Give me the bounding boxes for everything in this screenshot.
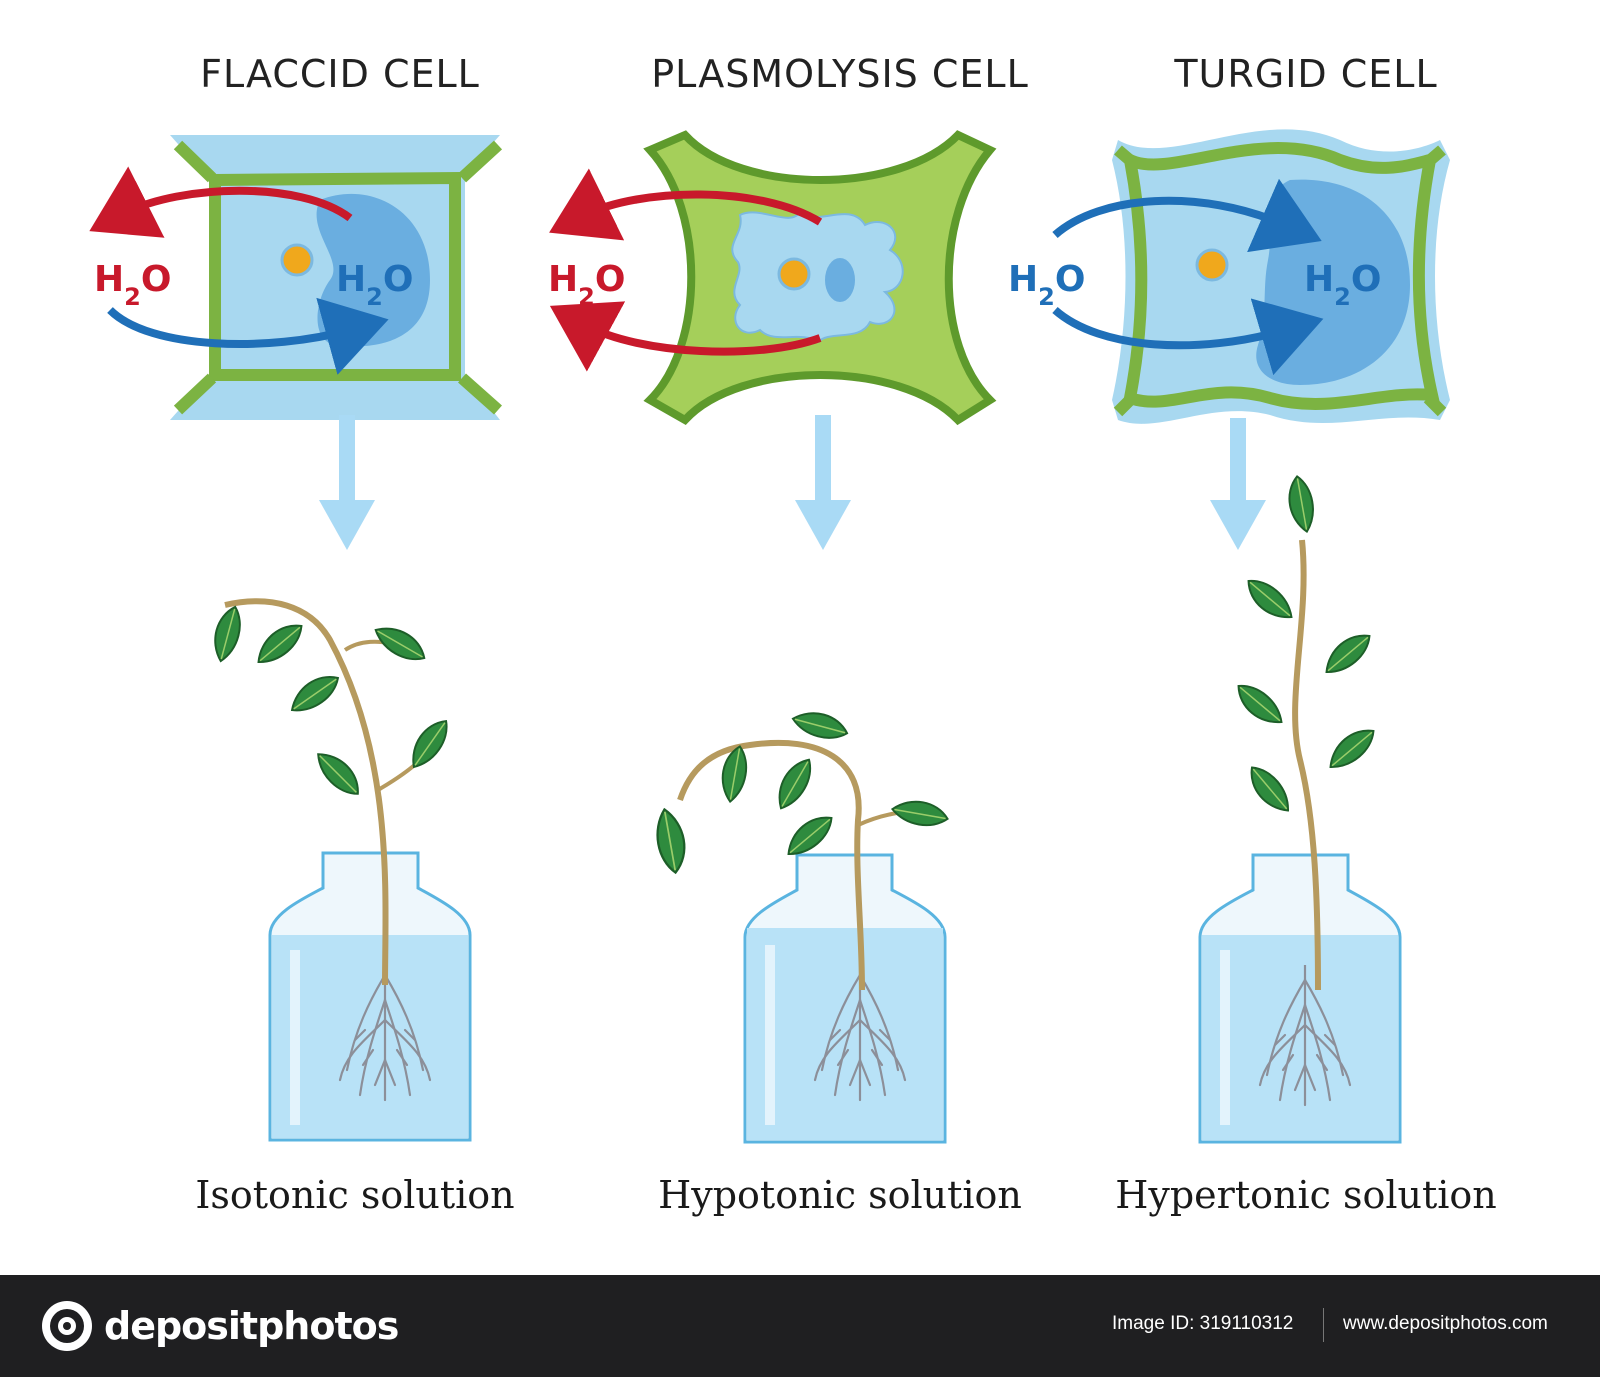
- jar-hypotonic: [651, 706, 951, 1144]
- jar-hypertonic-water: [1202, 935, 1398, 1140]
- flaccid-title: FLACCID CELL: [200, 52, 480, 96]
- site-link[interactable]: www.depositphotos.com: [1343, 1313, 1548, 1334]
- jar-hypertonic: [1198, 473, 1402, 1144]
- image-id: Image ID: 319110312: [1112, 1313, 1294, 1334]
- down-arrow-flaccid: [319, 415, 375, 550]
- stem-hypotonic: [677, 739, 865, 991]
- jar-isotonic: [208, 598, 472, 1142]
- flaccid-h2o-in: H2O: [336, 259, 413, 311]
- turgid-title: TURGID CELL: [1173, 52, 1437, 96]
- caption-hypertonic: Hypertonic solution: [1115, 1173, 1497, 1217]
- turgid-cell: H2O H2O: [1008, 129, 1450, 424]
- down-arrow-plasmolysis: [795, 415, 851, 550]
- flaccid-cell-wall: [209, 171, 461, 381]
- flaccid-water-in-arrow: [107, 297, 389, 375]
- plasmolysis-protoplast: [731, 210, 904, 344]
- plasmolysis-title: PLASMOLYSIS CELL: [651, 52, 1029, 96]
- flaccid-nucleus: [280, 243, 314, 277]
- plasmolysis-nucleus: [777, 257, 811, 291]
- stem-isotonic: [224, 598, 389, 986]
- turgid-h2o-out: H2O: [1008, 259, 1085, 311]
- plasmolysis-vacuole: [825, 258, 855, 302]
- camera-logo-icon: [42, 1301, 92, 1351]
- flaccid-cell: H2O H2O: [89, 135, 503, 420]
- down-arrow-turgid: [1210, 418, 1266, 550]
- plasmolysis-cell: H2O: [548, 130, 997, 426]
- depositphotos-logo[interactable]: depositphotos: [40, 1297, 399, 1355]
- turgid-water-in-arrow-top: [1052, 178, 1322, 253]
- plasmolysis-water-out-arrow-top: [549, 168, 823, 241]
- turgid-nucleus: [1195, 248, 1229, 282]
- flaccid-h2o-out: H2O: [94, 259, 171, 311]
- turgid-water-in-arrow-bottom: [1052, 298, 1324, 376]
- jar-isotonic-water: [272, 935, 468, 1138]
- caption-isotonic: Isotonic solution: [195, 1173, 514, 1217]
- stem-hypertonic: [1292, 539, 1321, 991]
- caption-hypotonic: Hypotonic solution: [658, 1173, 1022, 1217]
- flaccid-water-out-arrow: [89, 166, 353, 238]
- footer-bar: depositphotos Image ID: 319110312 www.de…: [0, 1275, 1600, 1377]
- logo-text: depositphotos: [104, 1304, 399, 1348]
- plasmolysis-h2o-out: H2O: [548, 259, 625, 311]
- turgid-h2o-in: H2O: [1304, 259, 1381, 311]
- plasmolysis-water-out-arrow-bottom: [549, 301, 822, 372]
- footer-separator: [1323, 1308, 1324, 1342]
